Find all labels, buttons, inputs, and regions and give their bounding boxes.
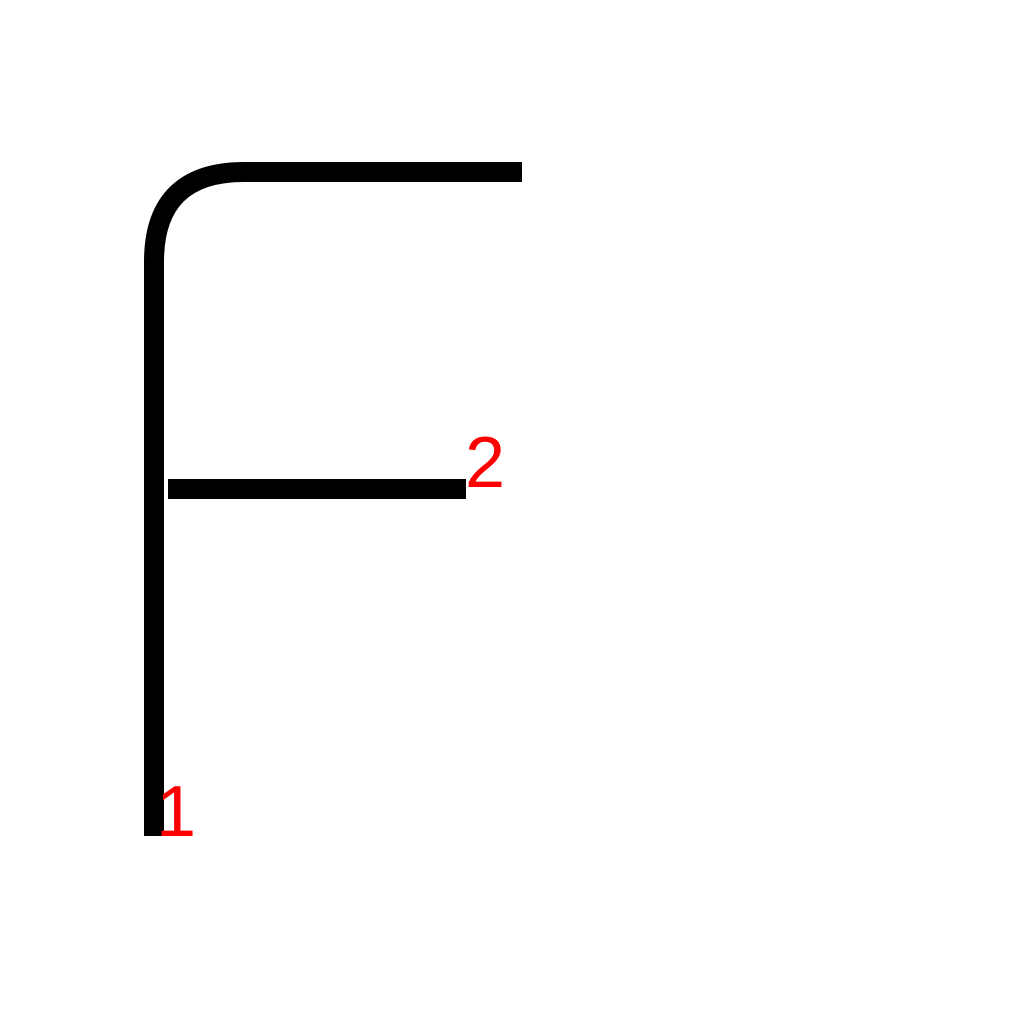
stroke-1-number: 1 [156,772,196,852]
stroke-2-number: 2 [465,423,505,503]
stroke-1-path [144,162,522,836]
